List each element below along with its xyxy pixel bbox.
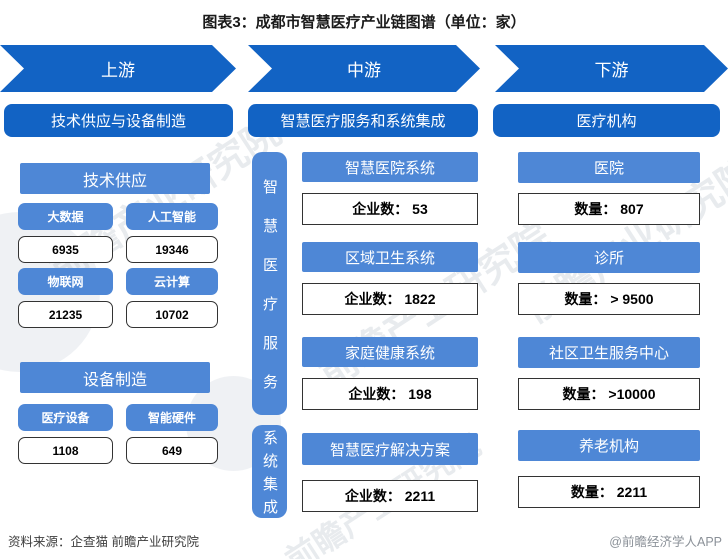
value-smart-hospital-system: 企业数： 53 [302,193,478,225]
page-title: 图表3：成都市智慧医疗产业链图谱（单位：家） [202,14,526,31]
value-smart-hardware: 649 [126,437,218,464]
label-elderly-care-institution: 养老机构 [518,430,700,461]
value-iot: 21235 [18,301,113,328]
label-cloud-computing: 云计算 [126,268,218,295]
value-medical-equipment: 1108 [18,437,113,464]
credit-note: @前瞻经济学人APP [609,535,722,549]
side-label-system-integration: 系统集成 [252,425,287,522]
value-big-data: 6935 [18,236,113,263]
value-elderly-care-institution: 数量： 2211 [518,476,700,508]
value-community-health-center: 数量： >10000 [518,378,700,410]
label-hospital: 医院 [518,152,700,183]
source-note: 资料来源：企查猫 前瞻产业研究院 [8,535,199,549]
value-cloud-computing: 10702 [126,301,218,328]
value-regional-health-system: 企业数： 1822 [302,283,478,315]
label-clinic: 诊所 [518,242,700,273]
arrow-downstream-label: 下游 [594,61,629,80]
header-upstream: 技术供应与设备制造 [4,104,233,137]
value-hospital: 数量： 807 [518,193,700,225]
arrow-midstream-label: 中游 [347,61,381,80]
label-smart-hardware: 智能硬件 [126,404,218,431]
group-title-tech-supply: 技术供应 [20,163,210,194]
label-big-data: 大数据 [18,203,113,230]
header-midstream: 智慧医疗服务和系统集成 [248,104,478,137]
label-family-health-system: 家庭健康系统 [302,337,478,367]
arrow-midstream: 中游 [248,45,480,92]
header-downstream: 医疗机构 [493,104,720,137]
label-smart-hospital-system: 智慧医院系统 [302,152,478,182]
arrow-upstream: 上游 [0,45,236,92]
side-label-smart-medical-services: 智慧医疗服务 [252,152,287,415]
label-community-health-center: 社区卫生服务中心 [518,337,700,368]
value-clinic: 数量： > 9500 [518,283,700,315]
label-regional-health-system: 区域卫生系统 [302,242,478,272]
arrow-downstream: 下游 [495,45,728,92]
label-artificial-intelligence: 人工智能 [126,203,218,230]
group-title-equipment-manufacturing: 设备制造 [20,362,210,393]
label-smart-medical-solution: 智慧医疗解决方案 [302,433,478,465]
value-smart-medical-solution: 企业数： 2211 [302,480,478,512]
value-family-health-system: 企业数： 198 [302,378,478,410]
label-medical-equipment: 医疗设备 [18,404,113,431]
label-iot: 物联网 [18,268,113,295]
value-artificial-intelligence: 19346 [126,236,218,263]
arrow-upstream-label: 上游 [101,61,135,80]
